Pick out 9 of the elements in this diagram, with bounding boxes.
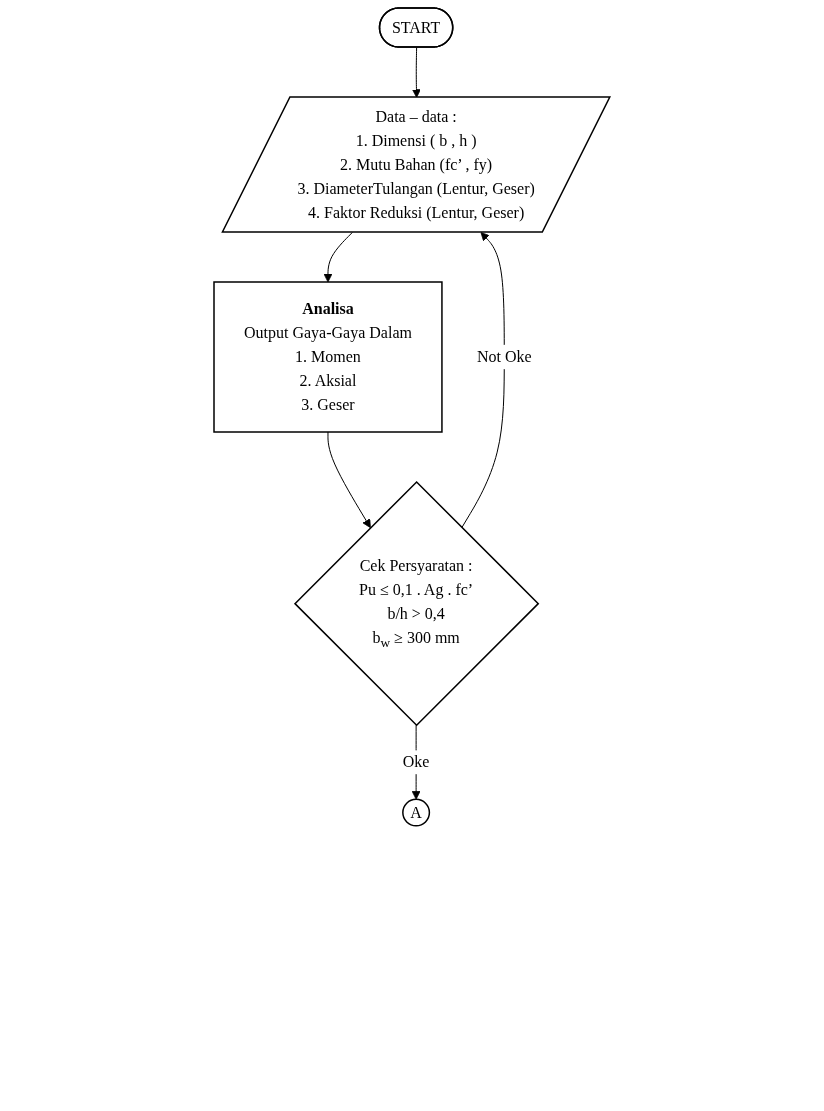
edge-label: Not Oke bbox=[477, 348, 532, 365]
node-diamond: Cek Persyaratan : Pu ≤ 0,1 . Ag . fc’ b/h > 0,4 b$_{w}$ ≥ 300 mm bbox=[294, 480, 540, 727]
node-box: Analisa Output Gaya-Gaya Dalam 1. Momen 2. Aksial 3. Geser bbox=[213, 281, 443, 433]
arrow bbox=[323, 232, 353, 283]
arrow bbox=[327, 431, 371, 529]
arrow bbox=[461, 232, 505, 529]
arrow bbox=[412, 47, 421, 98]
node-circle: A bbox=[402, 798, 431, 827]
edge-label: Oke bbox=[402, 753, 430, 771]
